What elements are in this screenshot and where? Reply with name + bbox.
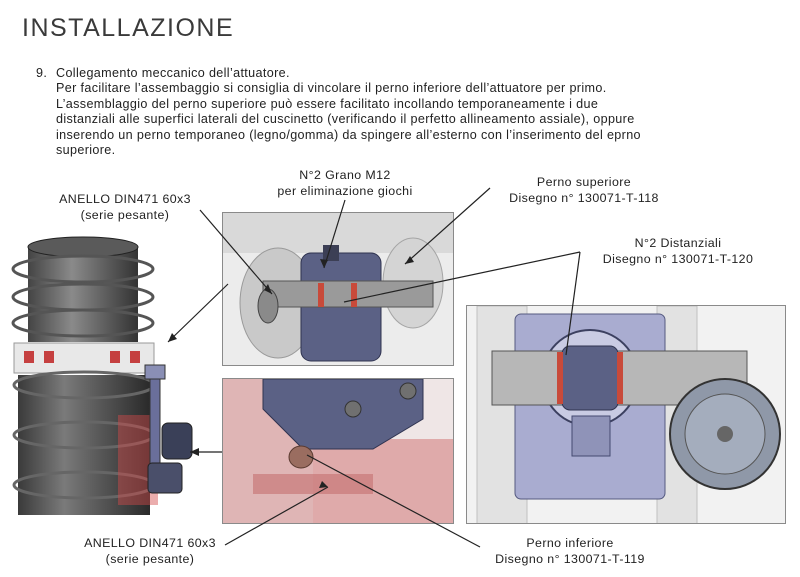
upper-pin-detail-panel: [222, 212, 454, 366]
callout-line: per eliminazione giochi: [277, 183, 413, 198]
bolt: [399, 382, 417, 400]
callout-line: Perno inferiore: [526, 536, 614, 550]
callout-line: N°2 Distanziali: [634, 236, 722, 250]
callout-line: ANELLO DIN471 60x3: [59, 192, 191, 206]
callout-line: Disegno n° 130071-T-119: [495, 551, 645, 566]
grub-screw: [323, 245, 339, 261]
lower-pin-detail-panel: [222, 378, 454, 524]
callout-line: N°2 Grano M12: [299, 168, 391, 182]
step-line: inserendo un perno temporaneo (legno/gom…: [56, 127, 641, 142]
pin-end: [257, 288, 279, 324]
spacer: [318, 283, 324, 307]
callout-line: (serie pesante): [80, 207, 170, 222]
callout-line: Perno superiore: [536, 175, 632, 189]
front-view-panel: [466, 305, 786, 524]
upper-pin-detail-drawing: [223, 213, 453, 365]
page-title: INSTALLAZIONE: [22, 14, 235, 42]
motor: [161, 422, 193, 460]
bolt: [344, 400, 362, 418]
step-9-text: 9. Collegamento meccanico dell’attuatore…: [36, 66, 756, 158]
step-line: distanziali alle superfici laterali del …: [56, 112, 635, 127]
callout-perno-superiore: Perno superiore Disegno n° 130071-T-118: [484, 175, 684, 206]
callout-distanziali: N°2 Distanziali Disegno n° 130071-T-120: [578, 236, 778, 267]
callout-anello-bottom: ANELLO DIN471 60x3 (serie pesante): [55, 536, 245, 567]
upper-bracket: [144, 364, 166, 380]
front-view-drawing: [467, 306, 785, 523]
red-marker: [110, 351, 120, 363]
callout-line: (serie pesante): [105, 551, 195, 566]
bracket-front: [561, 345, 619, 411]
gearbox: [147, 462, 183, 494]
upper-tube-rim: [27, 236, 139, 258]
ring: [11, 308, 155, 338]
upper-pin: [262, 280, 434, 308]
spacer: [557, 352, 563, 404]
spacer: [617, 352, 623, 404]
callout-grano: N°2 Grano M12 per eliminazione giochi: [250, 168, 440, 199]
callout-line: Disegno n° 130071-T-120: [602, 251, 754, 266]
step-number: 9.: [36, 66, 48, 80]
actuator-overview-drawing: [11, 236, 193, 515]
callout-line: ANELLO DIN471 60x3: [84, 536, 216, 550]
spacer: [351, 283, 357, 307]
step-line: L’assemblaggio del perno superiore può e…: [56, 96, 599, 111]
red-marker: [24, 351, 34, 363]
step-line: superiore.: [56, 143, 116, 158]
red-marker: [130, 351, 140, 363]
step-line: Collegamento meccanico dell’attuatore.: [56, 66, 290, 80]
callout-perno-inferiore: Perno inferiore Disegno n° 130071-T-119: [470, 536, 670, 567]
upper-tube: [28, 247, 138, 342]
ring: [11, 254, 155, 284]
lower-pin-detail-drawing: [223, 379, 453, 523]
callout-anello-top: ANELLO DIN471 60x3 (serie pesante): [30, 192, 220, 223]
red-marker: [44, 351, 54, 363]
lower-pin: [288, 445, 314, 469]
step-body: Collegamento meccanico dell’attuatore. P…: [56, 66, 756, 158]
rod-front: [571, 415, 611, 457]
lower-bracket: [262, 379, 424, 450]
step-line: Per facilitare l’assembaggio si consigli…: [56, 81, 607, 96]
callout-line: Disegno n° 130071-T-118: [509, 190, 659, 205]
